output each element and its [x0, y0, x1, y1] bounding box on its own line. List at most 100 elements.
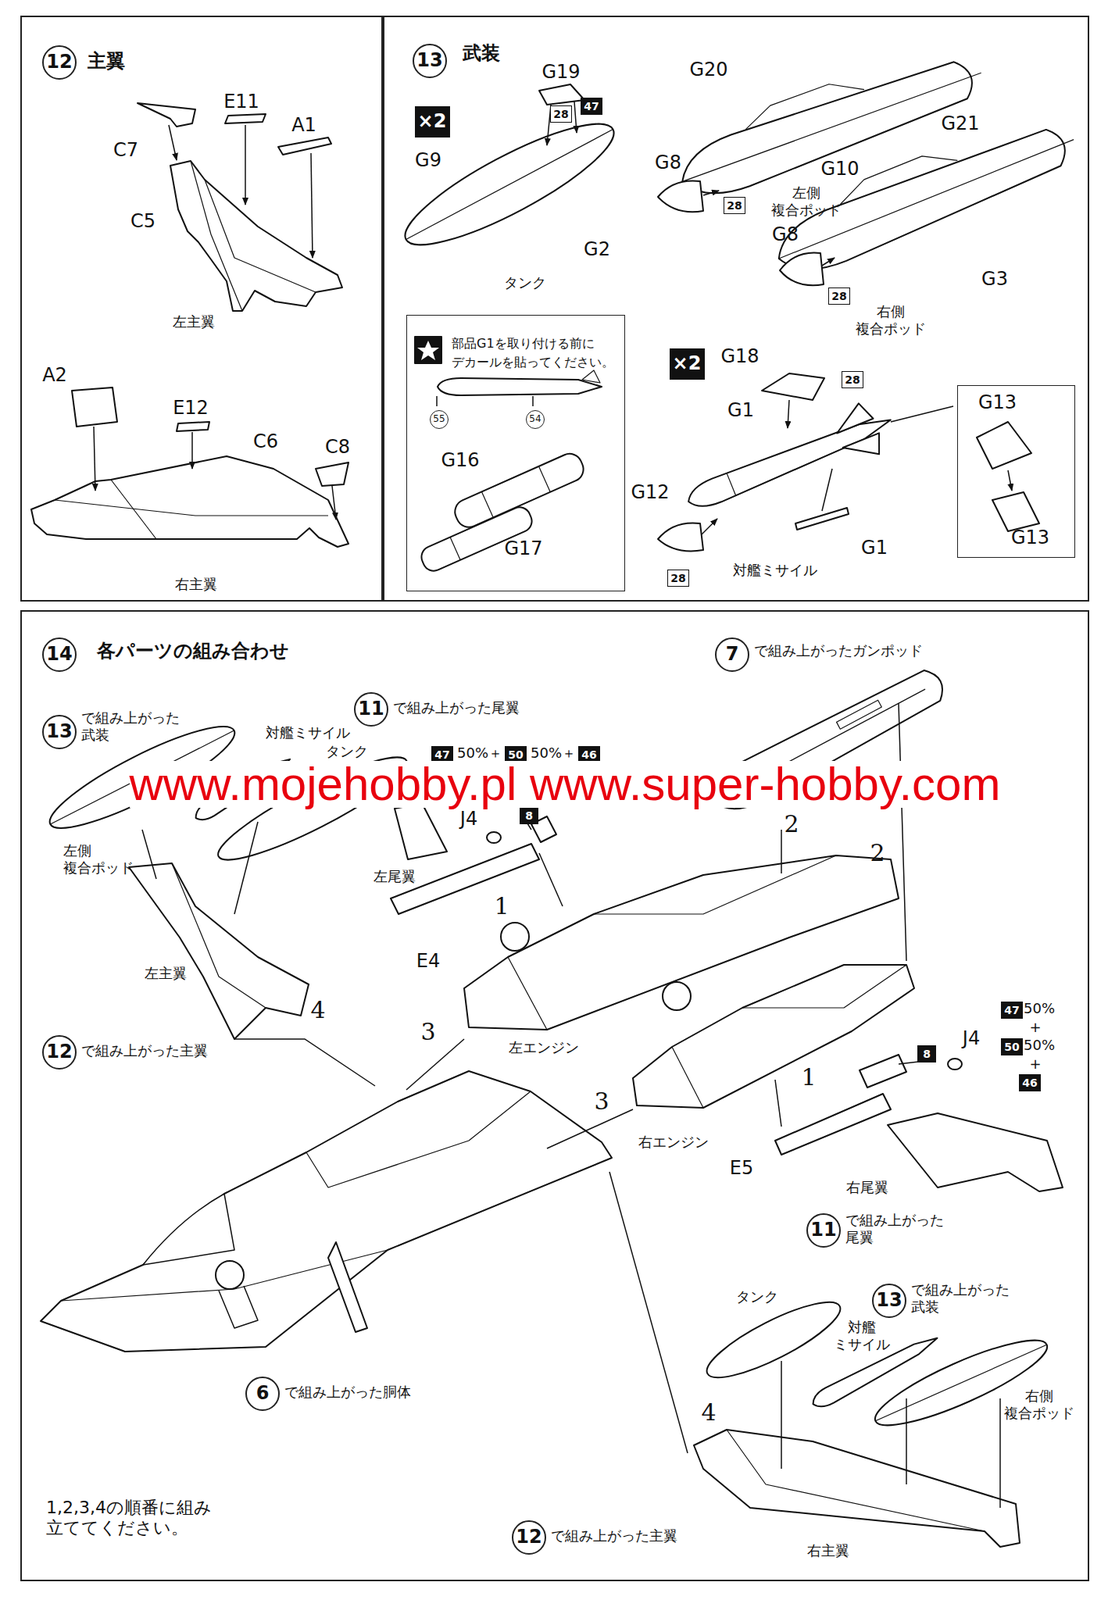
node-text: 武装	[462, 42, 501, 65]
node-text: 50	[1004, 1040, 1019, 1054]
step-reference: 6	[245, 1376, 280, 1412]
paint-code: 28	[723, 196, 746, 215]
node-text: 7	[725, 643, 740, 666]
part-label: 右エンジン	[638, 1133, 709, 1151]
part-label: で組み上がった尾翼	[393, 699, 520, 717]
part-label: 左側 複合ポッド	[63, 842, 134, 876]
paint-code: 28	[828, 287, 851, 305]
node-text: 55	[432, 414, 445, 426]
part-label: 右主翼	[175, 575, 218, 594]
paint-code: 8	[519, 807, 539, 825]
node-text: 6	[256, 1383, 270, 1405]
assembly-order-number: 4	[700, 1398, 716, 1427]
node-text: 28	[831, 289, 847, 303]
part-label: A1	[291, 114, 317, 137]
node-text: 12	[46, 1041, 72, 1064]
part-label: 50%＋	[530, 744, 576, 762]
part-label: C5	[130, 210, 156, 233]
step13-parts	[393, 33, 1085, 575]
part-label: G3	[981, 268, 1008, 291]
node-text: 47	[583, 100, 599, 113]
part-label: E4	[416, 950, 440, 973]
part-label: +	[1029, 1018, 1041, 1037]
node-text: 28	[844, 373, 860, 387]
step-reference: 12	[42, 1035, 77, 1070]
part-label: 50%＋	[457, 744, 503, 762]
node-text: 11	[810, 1219, 837, 1242]
step-reference: 12	[511, 1520, 547, 1555]
node-text: 46	[1022, 1076, 1037, 1090]
step-reference: 7	[714, 637, 750, 672]
paint-code: 50	[1000, 1038, 1023, 1056]
assembly-order-number: 3	[593, 1087, 609, 1116]
paint-code: 47	[1000, 1001, 1023, 1019]
step-panel: 武装13×228472828部品G1を取り付ける前に デカールを貼ってください。…	[382, 15, 1090, 602]
part-label: C7	[113, 139, 139, 162]
node-text: 8	[922, 1047, 931, 1061]
paint-code: 8	[917, 1045, 937, 1063]
part-label: 対艦 ミサイル	[833, 1318, 890, 1353]
part-label: G16	[440, 449, 479, 472]
step-reference: 13	[42, 714, 77, 750]
part-label: J4	[460, 807, 478, 831]
part-label: E11	[223, 90, 260, 114]
part-label: で組み上がった 武装	[81, 709, 180, 744]
part-label: G9	[414, 149, 442, 172]
node-text: 主翼	[87, 50, 126, 73]
part-label: タンク	[325, 743, 369, 761]
node-text: 47	[434, 748, 450, 762]
node-text: ×2	[672, 353, 702, 376]
node-text: 50	[507, 748, 523, 762]
part-label: 右側 複合ポッド	[1004, 1387, 1075, 1422]
assembly-order-number: 4	[310, 996, 326, 1025]
step13-arrows	[436, 101, 1012, 535]
part-label: 1,2,3,4の順番に組み 立ててください。	[46, 1497, 212, 1540]
part-label: 左尾翼	[373, 868, 416, 886]
part-label: 右側 複合ポッド	[855, 303, 926, 337]
part-label: で組み上がったガンポッド	[754, 642, 923, 660]
node-text: 28	[726, 199, 742, 212]
assembly-lines	[142, 703, 1001, 1509]
part-label: A2	[42, 364, 68, 387]
part-label: タンク	[736, 1288, 779, 1306]
part-label: 対艦ミサイル	[265, 724, 351, 742]
part-label: で組み上がった主翼	[550, 1527, 678, 1545]
part-label: 右尾翼	[846, 1179, 889, 1197]
detail-box: G13G13	[957, 385, 1076, 558]
part-label: G19	[541, 60, 580, 84]
assembly-order-number: 1	[493, 892, 509, 921]
node-text: 46	[581, 748, 597, 762]
part-label: で組み上がった胴体	[284, 1383, 412, 1402]
part-label: 左エンジン	[508, 1039, 580, 1057]
node-text: 13	[875, 1290, 902, 1312]
paint-code: 28	[667, 569, 690, 587]
assembly-order-number: 2	[869, 839, 885, 868]
node-text: 各パーツの組み合わせ	[96, 640, 290, 663]
node-text: 8	[525, 809, 533, 823]
part-label: C6	[253, 430, 279, 454]
node-text: 54	[528, 414, 541, 426]
part-label: G8	[654, 151, 682, 175]
node-text: 13	[416, 50, 443, 72]
part-label: G17	[503, 537, 543, 561]
part-label: 対艦ミサイル	[732, 561, 818, 580]
step-number: 14	[42, 637, 77, 672]
paint-code: 46	[1018, 1074, 1041, 1092]
part-label: 右主翼	[807, 1542, 850, 1560]
step-reference: 11	[806, 1213, 841, 1248]
step-number: 13	[412, 43, 447, 79]
quantity-badge: ×2	[669, 348, 705, 380]
part-label: G2	[583, 238, 611, 261]
part-label: 50%	[1023, 1000, 1055, 1018]
part-label: E12	[172, 396, 209, 420]
assembly-order-number: 1	[800, 1063, 816, 1092]
part-label: C8	[325, 436, 351, 459]
part-label: J4	[962, 1027, 980, 1051]
part-label: タンク	[503, 274, 547, 292]
part-label: 50%	[1023, 1036, 1055, 1055]
part-label: G21	[940, 112, 980, 136]
part-label: 左主翼	[144, 965, 187, 983]
part-label: G1	[861, 536, 888, 560]
step-panel: 主翼12	[20, 15, 383, 602]
